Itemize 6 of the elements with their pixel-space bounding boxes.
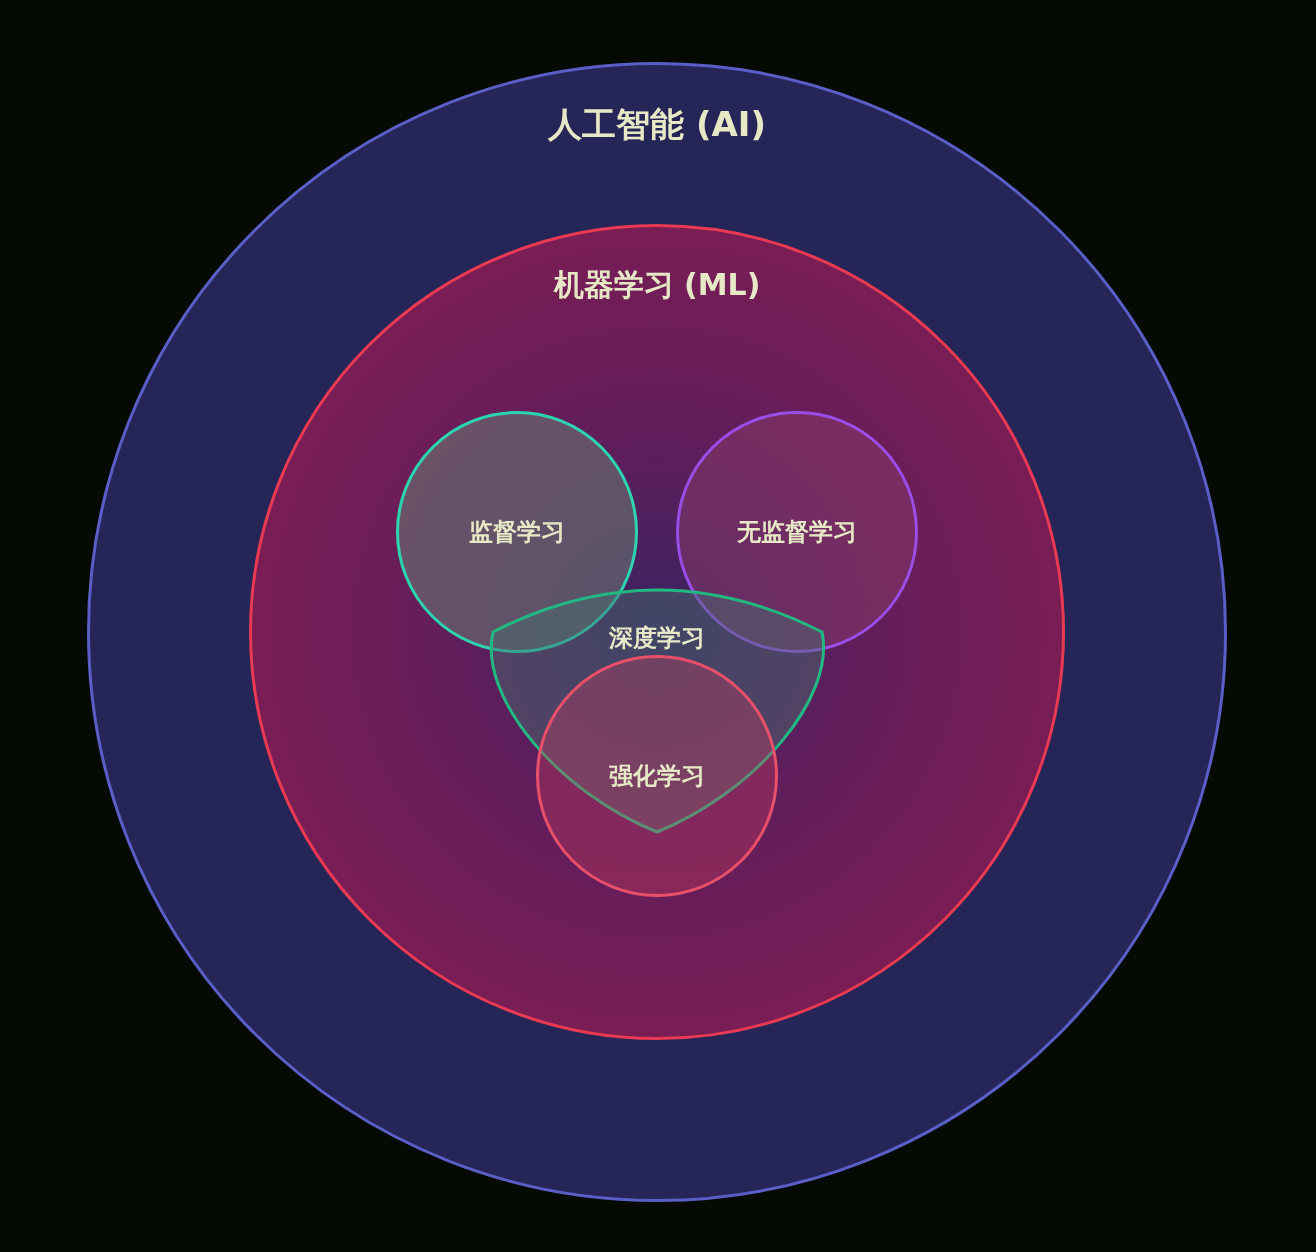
set-label: 监督学习 (469, 517, 565, 548)
set-label: 强化学习 (609, 761, 705, 792)
set-label: 深度学习 (609, 623, 705, 654)
set-heading: 机器学习 (ML) (553, 265, 761, 304)
set-heading: 人工智能 (AI) (548, 103, 766, 146)
set-label: 无监督学习 (737, 517, 857, 548)
